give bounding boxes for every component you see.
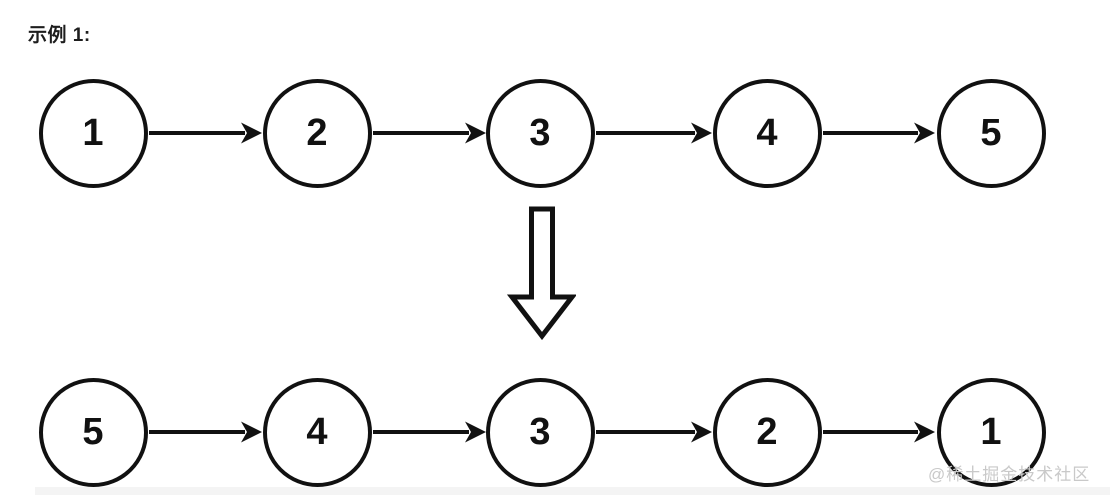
list-node: 5 (38, 377, 148, 487)
list-node-label: 1 (980, 411, 1002, 453)
arrow-right-icon (373, 420, 486, 444)
list-node: 3 (485, 78, 595, 188)
list-node: 1 (38, 78, 148, 188)
watermark: @稀土掘金技术社区 (928, 465, 1091, 484)
list-node-label: 4 (756, 112, 778, 154)
arrow-right-icon (373, 121, 486, 145)
list-node: 1 (936, 377, 1046, 487)
arrow-right-icon (823, 420, 935, 444)
list-node-label: 3 (529, 112, 551, 154)
page-title: 示例 1: (28, 25, 91, 46)
list-node: 2 (712, 377, 822, 487)
list-node-label: 1 (82, 112, 104, 154)
list-node-label: 5 (980, 112, 1002, 154)
list-node: 2 (262, 78, 372, 188)
list-node: 5 (936, 78, 1046, 188)
list-node-label: 4 (306, 411, 328, 453)
arrow-right-icon (596, 121, 712, 145)
arrow-right-icon (596, 420, 712, 444)
arrow-right-icon (149, 420, 262, 444)
arrow-right-icon (149, 121, 262, 145)
arrow-right-icon (823, 121, 935, 145)
list-node-label: 2 (756, 411, 778, 453)
list-node-label: 3 (529, 411, 551, 453)
bottom-edge-strip (35, 487, 1110, 495)
list-node: 4 (712, 78, 822, 188)
list-node-label: 2 (306, 112, 328, 154)
list-node: 4 (262, 377, 372, 487)
list-node-label: 5 (82, 411, 104, 453)
arrow-down-block-icon (506, 206, 576, 340)
list-node: 3 (485, 377, 595, 487)
